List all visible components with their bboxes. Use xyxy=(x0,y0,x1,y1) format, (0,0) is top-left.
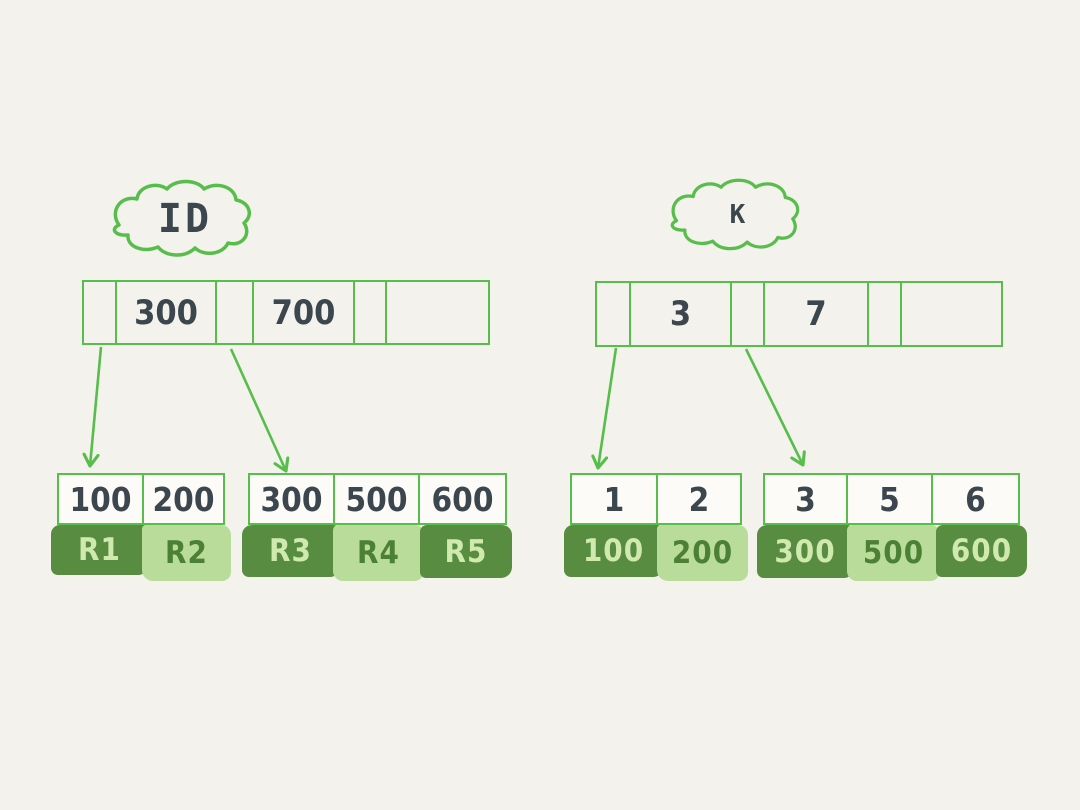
id-root-node: 300 700 xyxy=(82,280,490,345)
k-leaf2-keys: 3 5 6 xyxy=(763,473,1020,525)
root-pointer-cell xyxy=(597,283,631,345)
k-leaf1-keys: 1 2 xyxy=(570,473,742,525)
k-leaf2-records: 300 500 600 xyxy=(757,525,1027,581)
root-key-cell: 3 xyxy=(631,283,732,345)
root-pointer-cell xyxy=(732,283,765,345)
leaf-key-cell: 5 xyxy=(848,475,933,523)
leaf-key-cell: 2 xyxy=(688,479,710,519)
leaf-key-cell: 600 xyxy=(431,479,494,519)
record-block: 500 xyxy=(847,525,940,581)
record-block: 100 xyxy=(564,525,663,577)
record-block: R3 xyxy=(242,525,339,577)
root-key-cell: 300 xyxy=(117,282,217,343)
root-pointer-cell xyxy=(217,282,254,343)
id-arrow-to-leaf2-icon xyxy=(229,348,286,471)
root-key-cell: 700 xyxy=(254,282,355,343)
leaf-key-cell: 200 xyxy=(152,479,215,519)
leaf-key-cell: 1 xyxy=(572,475,658,523)
record-block: R2 xyxy=(142,525,231,581)
leaf-key-cell: 300 xyxy=(250,475,335,523)
record-block: 300 xyxy=(757,525,853,578)
id-leaf1-keys: 100 200 xyxy=(57,473,225,525)
root-key-cell xyxy=(902,283,1001,345)
leaf-key-cell: 100 xyxy=(59,475,144,523)
root-pointer-cell xyxy=(84,282,117,343)
id-leaf2-keys: 300 500 600 xyxy=(248,473,507,525)
record-block: R5 xyxy=(420,525,512,578)
k-leaf1-records: 100 200 xyxy=(564,525,748,581)
leaf-key-cell: 500 xyxy=(335,475,420,523)
record-block: R1 xyxy=(51,525,148,575)
leaf-key-cell: 3 xyxy=(765,475,848,523)
k-root-node: 3 7 xyxy=(595,281,1003,347)
leaf-key-cell: 6 xyxy=(965,479,986,519)
root-pointer-cell xyxy=(355,282,387,343)
record-block: R4 xyxy=(333,525,424,581)
root-key-cell: 7 xyxy=(765,283,869,345)
root-key-cell xyxy=(387,282,488,343)
id-arrow-to-leaf1-icon xyxy=(90,346,103,466)
id-leaf2-records: R3 R4 R5 xyxy=(242,525,512,581)
k-arrow-to-leaf2-icon xyxy=(744,348,803,465)
k-arrow-to-leaf1-icon xyxy=(598,347,618,468)
record-block: 200 xyxy=(657,525,748,581)
k-cloud-label: K xyxy=(729,200,747,230)
record-block: 600 xyxy=(936,525,1027,577)
id-leaf1-records: R1 R2 xyxy=(51,525,231,581)
id-cloud-label: ID xyxy=(157,196,213,242)
root-pointer-cell xyxy=(869,283,902,345)
